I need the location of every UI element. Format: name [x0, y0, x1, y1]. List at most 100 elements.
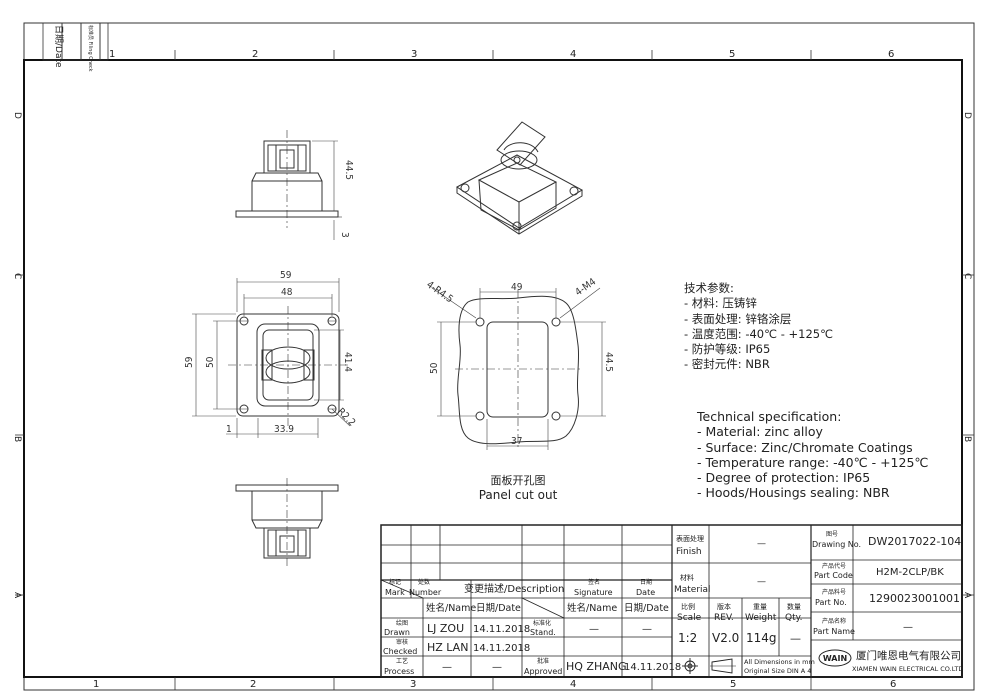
zone-left-c: C: [12, 273, 22, 279]
cutout-caption-en: Panel cut out: [479, 488, 558, 502]
tb-drawing-no-cn: 图号: [826, 531, 838, 538]
zone-right-c: C: [962, 273, 972, 279]
tb-drawn-en: Drawn: [384, 628, 410, 637]
tb-part-no: 1290023001001: [869, 592, 960, 605]
tb-drawn-date: 14.11.2018: [473, 624, 530, 635]
title-block-middle-text: 表面处理 Finish — 材料 Material — 比例 Scale 1:2…: [674, 534, 815, 675]
tb-part-code-cn: 产品代号: [822, 562, 846, 570]
tb-process-en: Process: [384, 667, 414, 676]
title-block-right-text: 图号 Drawing No. DW2017022-104 产品代号 Part C…: [812, 531, 963, 673]
dim-front-33-9: 33.9: [274, 424, 294, 435]
tb-part-name-en: Part Name: [813, 627, 855, 636]
zone-top-3: 3: [411, 49, 417, 60]
tb-finish-val: —: [757, 539, 766, 549]
tb-weight-en: Weight: [745, 613, 777, 623]
dim-cutout-50: 50: [429, 362, 440, 374]
company-logo-icon: [818, 649, 852, 667]
spec-en-line: - Degree of protection: IP65: [697, 470, 871, 486]
spec-cn-line: - 防护等级: IP65: [684, 342, 771, 357]
title-block-left-text: 标记 Mark 处数 Number 变更描述/Description 签名 Si…: [383, 578, 681, 676]
tb-approved-date: 14.11.2018: [624, 662, 681, 673]
spec-en-block: Technical specification: - Material: zin…: [697, 409, 928, 501]
dim-side-44-5: 44.5: [343, 160, 354, 180]
tb-material-val: —: [757, 577, 766, 587]
tb-description: 变更描述/Description: [464, 582, 564, 595]
zone-labels-right: D C B A: [962, 112, 972, 599]
tb-approved-name: HQ ZHANG: [566, 660, 627, 673]
dim-cutout-37: 37: [511, 436, 522, 447]
tb-process-date: —: [492, 662, 502, 673]
panel-cutout-dims: [431, 287, 606, 450]
bottom-view-drawing: [235, 478, 339, 566]
tb-scale-en: Scale: [677, 613, 702, 623]
filing-margin: 日期/Date 标准员 Filing Check: [42, 22, 109, 72]
tb-rev-cn: 版本: [717, 602, 731, 611]
side-view-dims: [312, 140, 342, 240]
tb-signature-en: Signature: [574, 588, 613, 597]
spec-cn-block: 技术参数: - 材料: 压铸锌 - 表面处理: 锌铬涂层 - 温度范围: -40…: [684, 281, 833, 373]
tb-material-en: Material: [674, 585, 711, 595]
tb-checked-cn: 审核: [396, 638, 408, 646]
tb-part-no-en: Part No.: [815, 598, 847, 607]
dim-cutout-49: 49: [511, 282, 523, 293]
tb-checked-en: Checked: [383, 647, 417, 656]
tb-drawn-cn: 绘图: [396, 619, 408, 627]
dim-front-48: 48: [281, 287, 293, 298]
tb-name-header-2: 姓名/Name: [567, 602, 617, 614]
tb-drawing-no-en: Drawing No.: [812, 540, 861, 549]
tb-part-name-cn: 产品名称: [822, 617, 846, 625]
zone-ticks: [15, 50, 974, 690]
zone-top-4: 4: [570, 49, 576, 60]
zone-right-d: D: [962, 112, 972, 119]
tb-material-cn: 材料: [680, 573, 694, 582]
zone-bottom-5: 5: [730, 679, 736, 690]
dim-front-59-h: 59: [184, 356, 195, 368]
tb-number-cn: 处数: [418, 578, 430, 586]
tb-mark-cn: 标记: [389, 578, 401, 586]
margin-filing-label: 标准员 Filing Check: [87, 25, 94, 72]
tb-finish-en: Finish: [676, 547, 702, 557]
side-view-drawing: [235, 130, 339, 228]
title-block-grid: [380, 524, 963, 678]
tb-process-cn: 工艺: [396, 657, 408, 665]
panel-cutout-drawing: [455, 290, 580, 450]
tb-part-name: —: [903, 622, 913, 633]
tb-date-en: Date: [636, 588, 655, 597]
zone-bottom-4: 4: [570, 679, 576, 690]
zone-right-a: A: [962, 592, 972, 599]
cutout-caption-cn: 面板开孔图: [491, 473, 546, 487]
tb-stand-cn: 标准化: [533, 619, 551, 627]
tb-drawing-no: DW2017022-104: [868, 535, 961, 548]
zone-bottom-3: 3: [410, 679, 416, 690]
tb-part-no-cn: 产品料号: [822, 588, 846, 596]
tb-rev-val: V2.0: [712, 631, 739, 645]
dim-front-59-w: 59: [280, 270, 292, 281]
tb-approved-en: Approved: [524, 667, 562, 676]
zone-labels-top: 1 2 3 4 5 6: [109, 49, 894, 60]
tb-weight-cn: 重量: [753, 603, 767, 611]
zone-left-a: A: [12, 592, 22, 599]
dim-cutout-r4-5: 4-R4.5: [424, 279, 454, 305]
tb-checked-date: 14.11.2018: [473, 643, 530, 654]
tb-finish-cn: 表面处理: [676, 534, 704, 543]
tb-name-header: 姓名/Name: [426, 602, 476, 614]
zone-labels-left: D C B A: [12, 112, 22, 599]
spec-cn-line: - 表面处理: 锌铬涂层: [684, 311, 792, 326]
tb-stand-date: —: [642, 624, 652, 635]
tb-signature-cn: 签名: [588, 578, 600, 586]
spec-cn-line: - 温度范围: -40℃ - +125℃: [684, 326, 833, 341]
zone-top-6: 6: [888, 49, 894, 60]
tb-rev-en: REV.: [714, 613, 734, 623]
tb-process-name: —: [442, 662, 452, 673]
zone-left-d: D: [12, 112, 22, 119]
tb-part-code: H2M-2CLP/BK: [876, 567, 944, 578]
spec-en-title: Technical specification:: [697, 409, 842, 424]
zone-labels-bottom: 1 2 3 4 5 6: [93, 679, 896, 690]
tb-qty-cn: 数量: [787, 602, 801, 611]
tb-date-header: 日期/Date: [476, 603, 521, 614]
dim-front-1: 1: [226, 424, 232, 435]
tb-stand-en: Stand.: [530, 628, 556, 637]
tb-approved-cn: 批准: [537, 657, 549, 665]
spec-en-line: - Temperature range: -40℃ - +125℃: [697, 454, 929, 470]
